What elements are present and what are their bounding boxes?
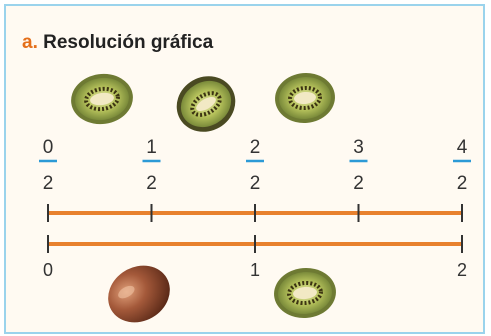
fraction-denominator: 2 (457, 173, 468, 194)
fraction-numerator: 0 (43, 137, 54, 158)
kiwi-half-icon (274, 267, 336, 319)
kiwi-half-icon (275, 72, 335, 124)
section-letter: a. (22, 32, 38, 53)
fraction-denominator: 2 (146, 173, 157, 194)
whole-kiwi-icon (108, 265, 170, 323)
fraction-numerator: 3 (353, 137, 364, 158)
fraction-label: 12 (142, 137, 161, 194)
fraction-denominator: 2 (250, 173, 261, 194)
fraction-label: 42 (453, 137, 471, 194)
section-title-text: Resolución gráfica (43, 32, 214, 53)
kiwi-half-icon (71, 73, 133, 125)
section-title: a. Resolución gráfica (22, 32, 213, 54)
bottom-tick-label: 1 (250, 260, 260, 280)
fraction-label: 02 (39, 137, 57, 194)
fraction-label: 22 (246, 137, 264, 194)
fraction-denominator: 2 (353, 173, 364, 194)
kiwi-half-icon (176, 76, 236, 132)
fraction-denominator: 2 (43, 173, 54, 194)
fraction-numerator: 1 (146, 137, 157, 158)
fraction-label: 32 (349, 137, 368, 194)
exercise-panel (4, 4, 485, 334)
bottom-tick-label: 0 (43, 260, 53, 280)
fraction-numerator: 2 (250, 137, 261, 158)
fraction-numerator: 4 (457, 137, 468, 158)
bottom-tick-label: 2 (457, 260, 467, 280)
